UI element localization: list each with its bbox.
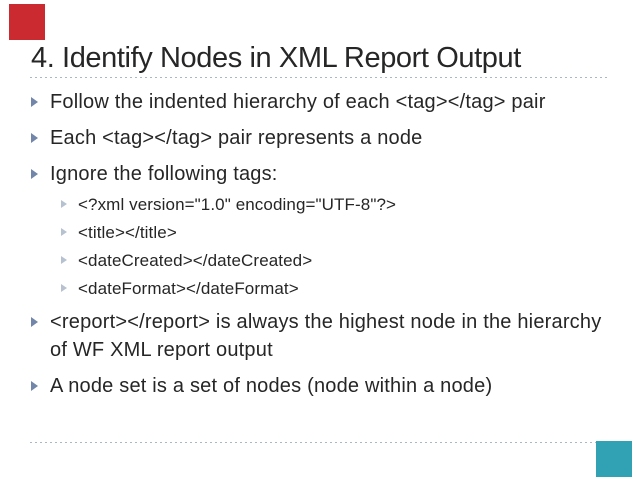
bullet-arrow-icon xyxy=(31,169,38,179)
bullet-text: Follow the indented hierarchy of each <t… xyxy=(50,91,546,113)
bullet-item: <report></report> is always the highest … xyxy=(30,308,614,364)
bullet-text: A node set is a set of nodes (node withi… xyxy=(50,375,493,397)
bullet-text: <title></title> xyxy=(78,223,177,242)
bullet-item: <dateFormat></dateFormat> xyxy=(61,277,614,300)
slide-body: Follow the indented hierarchy of each <t… xyxy=(30,88,614,400)
bullet-arrow-icon xyxy=(31,133,38,143)
title-divider-dotted-line xyxy=(30,77,610,78)
bullet-item: Follow the indented hierarchy of each <t… xyxy=(30,88,614,116)
bullet-item: Ignore the following tags: xyxy=(30,160,614,188)
bullet-arrow-icon xyxy=(61,228,67,236)
bullet-text: Each <tag></tag> pair represents a node xyxy=(50,127,423,149)
bullet-text: <report></report> is always the highest … xyxy=(50,311,602,361)
bullet-arrow-icon xyxy=(61,256,67,264)
teal-corner-square xyxy=(596,441,632,477)
bullet-arrow-icon xyxy=(31,381,38,391)
bullet-text: <dateFormat></dateFormat> xyxy=(78,279,299,298)
bullet-item: Each <tag></tag> pair represents a node xyxy=(30,124,614,152)
bullet-text: <dateCreated></dateCreated> xyxy=(78,251,313,270)
bullet-arrow-icon xyxy=(61,284,67,292)
bullet-item: <?xml version="1.0" encoding="UTF-8"?> xyxy=(61,193,614,216)
bullet-text: <?xml version="1.0" encoding="UTF-8"?> xyxy=(78,195,397,214)
bullet-item: A node set is a set of nodes (node withi… xyxy=(30,372,614,400)
bullet-arrow-icon xyxy=(61,200,67,208)
bullet-arrow-icon xyxy=(31,97,38,107)
bullet-arrow-icon xyxy=(31,317,38,327)
red-corner-square xyxy=(9,4,45,40)
bullet-text: Ignore the following tags: xyxy=(50,163,278,185)
bullet-item: <dateCreated></dateCreated> xyxy=(61,249,614,272)
bullet-item: <title></title> xyxy=(61,221,614,244)
slide-title: 4. Identify Nodes in XML Report Output xyxy=(31,42,521,74)
bullet-list: Follow the indented hierarchy of each <t… xyxy=(30,88,614,400)
footer-dotted-line xyxy=(30,442,610,443)
